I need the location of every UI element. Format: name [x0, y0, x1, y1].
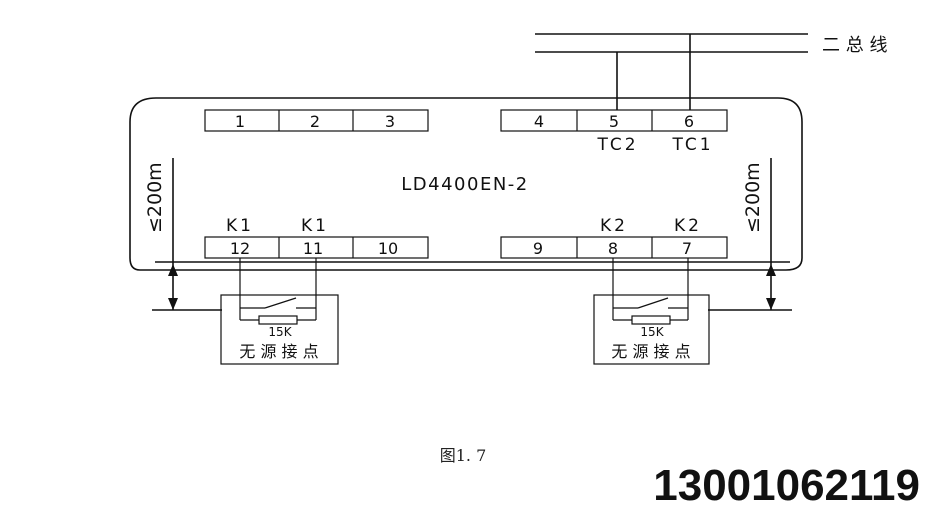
terminal-7: 7	[682, 239, 692, 258]
device-outline	[129, 97, 803, 271]
terminal-11: 11	[303, 239, 323, 258]
tag-tc1: TC1	[671, 135, 713, 155]
passive-contact-right: 15K 无 源 接 点	[593, 258, 710, 365]
two-wire-bus: 二 总 线	[535, 33, 887, 110]
distance-label-left: ≤200m	[144, 162, 166, 233]
terminal-9: 9	[533, 239, 543, 258]
tag-tc2: TC2	[596, 135, 638, 155]
figure-caption: 图1. 7	[440, 446, 487, 465]
terminal-4: 4	[534, 112, 544, 131]
terminal-3: 3	[385, 112, 395, 131]
tag-k2-a: K2	[600, 216, 628, 236]
resistor-label-right: 15K	[640, 325, 664, 339]
terminal-2: 2	[310, 112, 320, 131]
tag-k2-b: K2	[674, 216, 702, 236]
terminal-block-top-right: 4 5 6 TC2 TC1	[500, 109, 728, 155]
terminal-8: 8	[608, 239, 618, 258]
phone-number: 13001062119	[653, 461, 920, 509]
passive-contact-left: 15K 无 源 接 点	[220, 258, 339, 365]
terminal-block-bottom-left: 12 11 10 K1 K1	[204, 216, 429, 259]
terminal-6: 6	[684, 112, 694, 131]
distance-marker-right: ≤200m	[708, 158, 792, 311]
distance-label-right: ≤200m	[742, 162, 764, 233]
resistor-icon	[258, 315, 298, 325]
resistor-icon	[631, 315, 671, 325]
device-label: LD4400EN-2	[401, 174, 528, 195]
tag-k1-b: K1	[301, 216, 329, 236]
terminal-5: 5	[609, 112, 619, 131]
tag-k1-a: K1	[226, 216, 254, 236]
contact-label-right: 无 源 接 点	[611, 342, 690, 361]
contact-label-left: 无 源 接 点	[239, 342, 318, 361]
terminal-block-top-left: 1 2 3	[204, 109, 429, 132]
terminal-12: 12	[230, 239, 250, 258]
terminal-1: 1	[235, 112, 245, 131]
resistor-label-left: 15K	[268, 325, 292, 339]
bus-label: 二 总 线	[822, 35, 887, 56]
distance-marker-left: ≤200m	[144, 158, 222, 311]
terminal-block-bottom-right: 9 8 7 K2 K2	[500, 216, 728, 259]
terminal-10: 10	[378, 239, 398, 258]
